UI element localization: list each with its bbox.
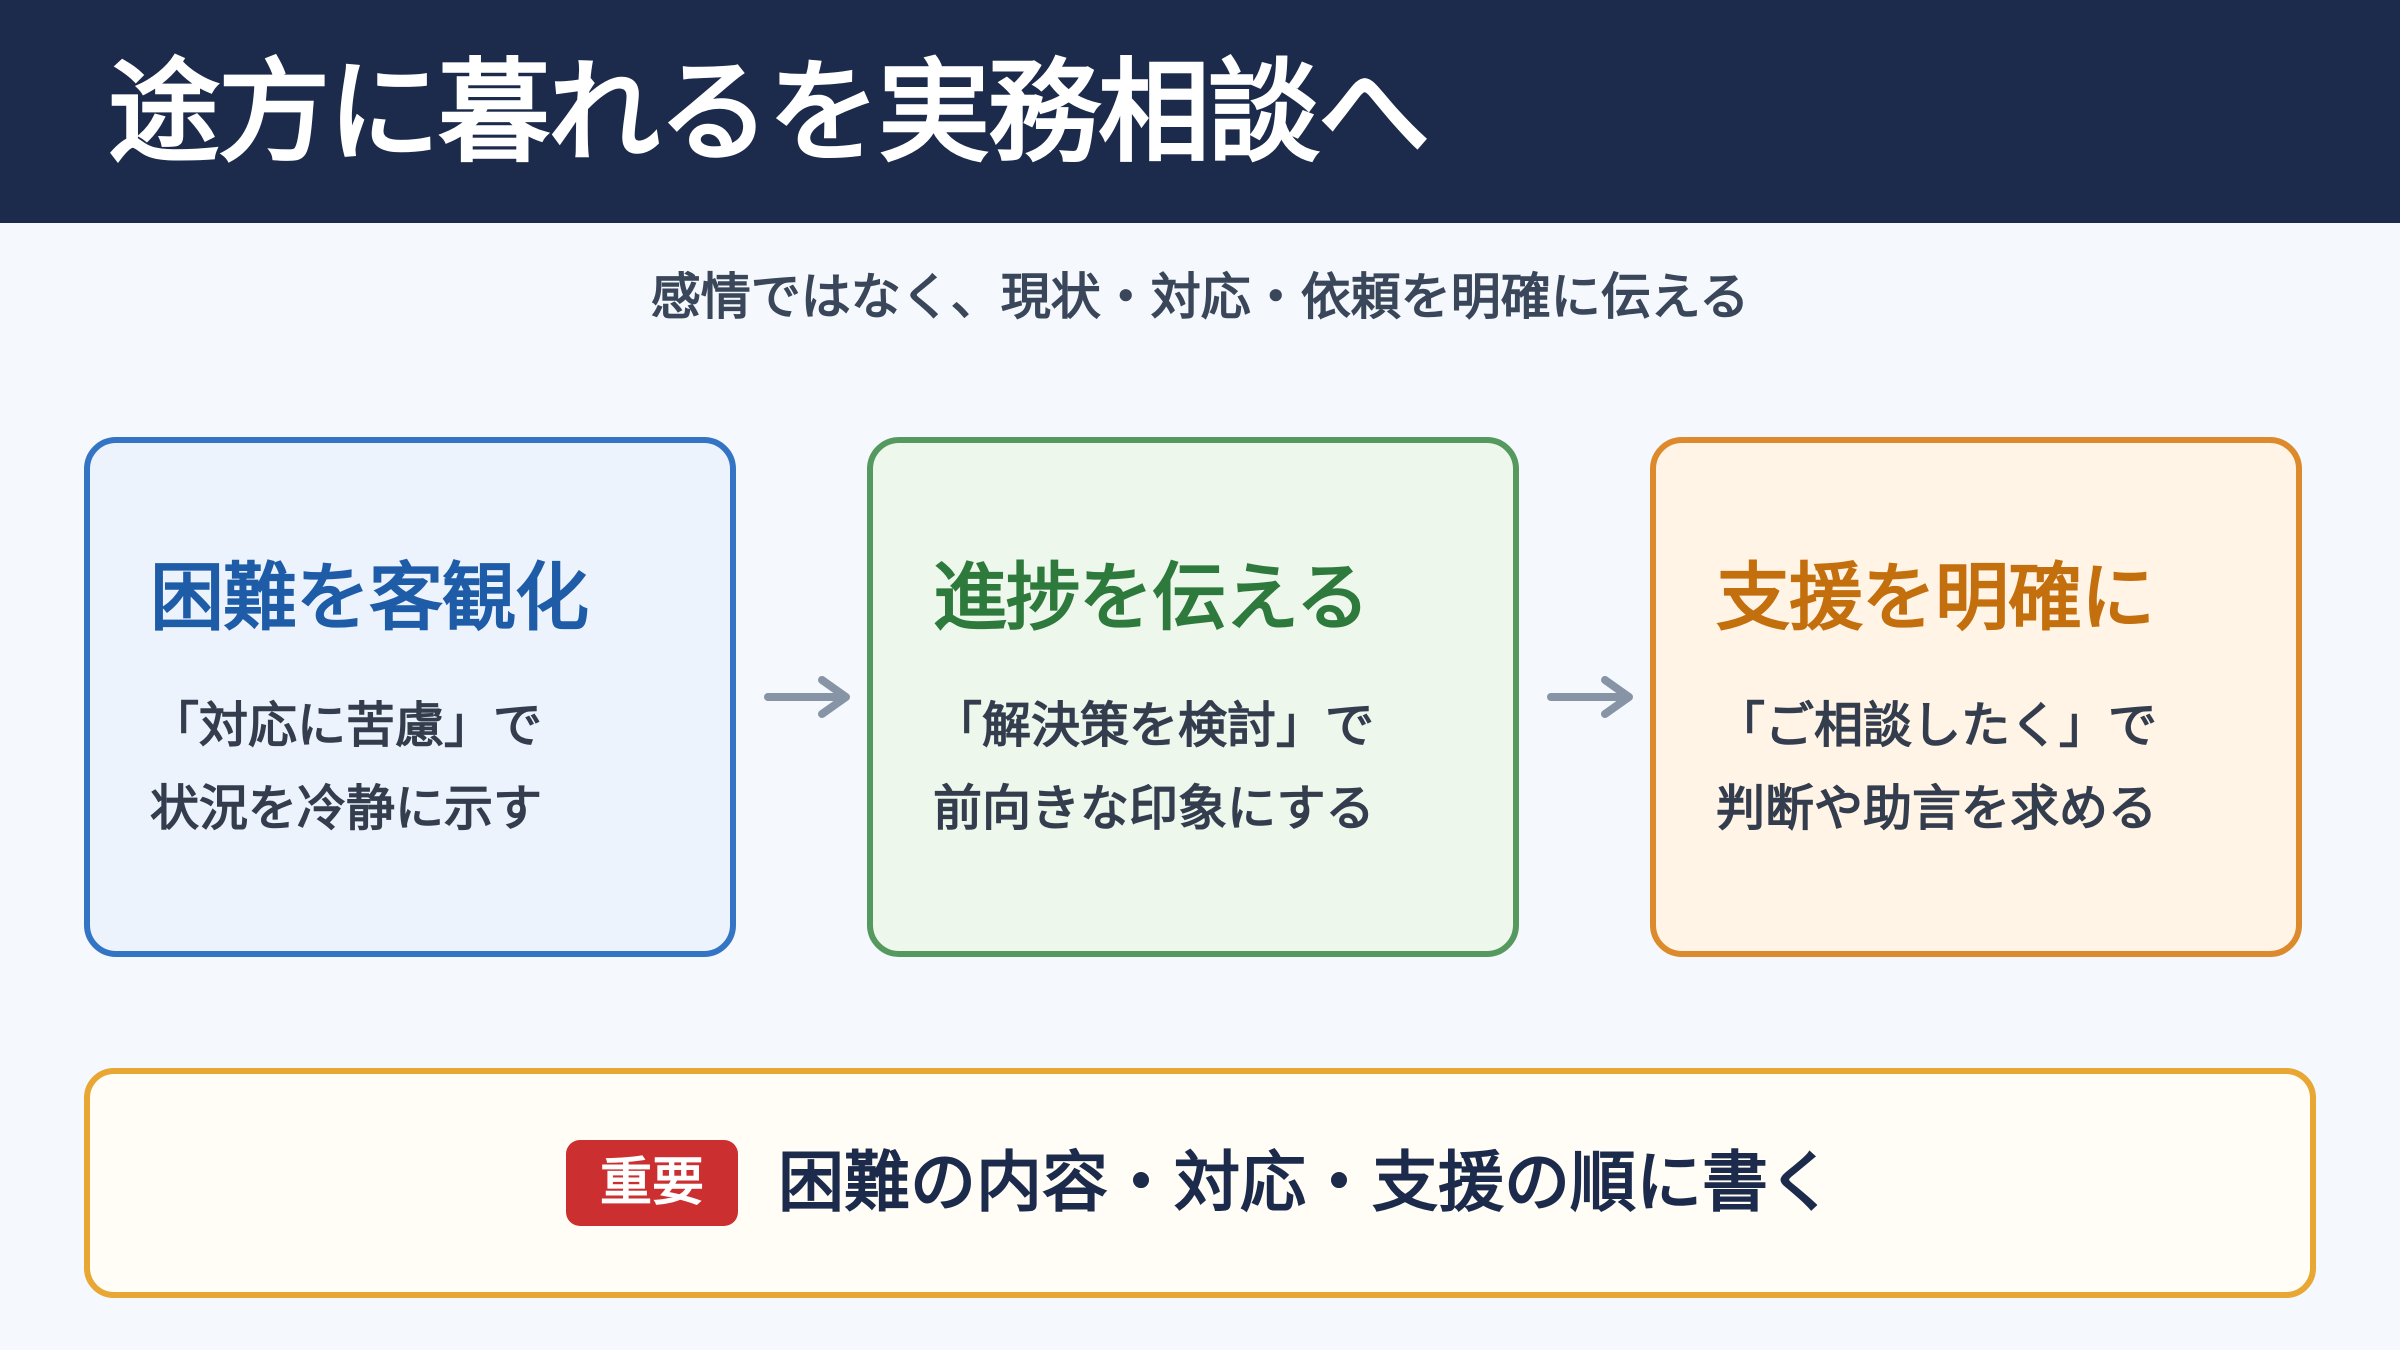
card-title: 進捗を伝える	[933, 555, 1370, 641]
key-point-box: 重要 困難の内容・対応・支援の順に書く	[84, 1068, 2316, 1298]
card-progress: 進捗を伝える 「解決策を検討」で 前向きな印象にする	[867, 437, 1519, 957]
important-badge: 重要	[565, 1140, 738, 1226]
card-line-2: 前向きな印象にする	[933, 780, 1375, 837]
key-point-text: 困難の内容・対応・支援の順に書く	[778, 1144, 1834, 1221]
card-line-1: 「ご相談したく」で	[1716, 697, 2158, 754]
card-title: 支援を明確に	[1716, 555, 2155, 641]
right-arrow-icon	[1547, 676, 1633, 718]
card-support: 支援を明確に 「ご相談したく」で 判断や助言を求める	[1650, 437, 2302, 957]
card-line-1: 「解決策を検討」で	[933, 697, 1375, 754]
page-title: 途方に暮れるを実務相談へ	[108, 48, 1430, 178]
card-line-2: 状況を冷静に示す	[150, 780, 543, 837]
card-objectify: 困難を客観化 「対応に苦慮」で 状況を冷静に示す	[84, 437, 736, 957]
card-line-1: 「対応に苦慮」で	[150, 697, 543, 754]
card-line-2: 判断や助言を求める	[1716, 780, 2158, 837]
subtitle: 感情ではなく、現状・対応・依頼を明確に伝える	[650, 268, 1750, 326]
card-title: 困難を客観化	[150, 555, 589, 641]
right-arrow-icon	[764, 676, 850, 718]
header-bar: 途方に暮れるを実務相談へ	[0, 0, 2400, 223]
